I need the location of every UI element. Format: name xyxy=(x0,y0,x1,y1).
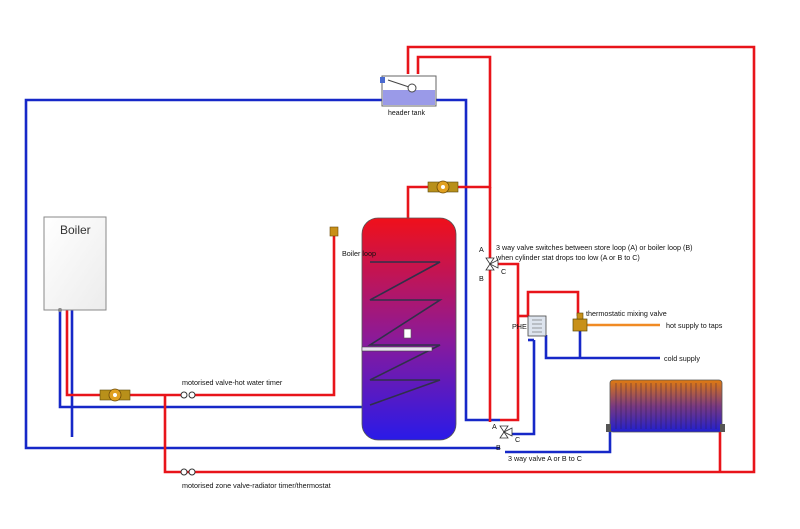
valve-bottom-port-b: B xyxy=(496,443,501,452)
pipe-vent-inner xyxy=(416,55,492,189)
pipe-boiler-flow-2 xyxy=(195,235,336,397)
valve-bottom-port-c: C xyxy=(515,435,520,444)
pipe-outer-loop xyxy=(181,45,756,474)
phe-label: PHE xyxy=(512,322,527,331)
cylinder-coil xyxy=(367,261,443,406)
valve-top-desc-line1: 3 way valve switches between store loop … xyxy=(496,243,693,252)
motorised-zone-valve-label: motorised zone valve-radiator timer/ther… xyxy=(182,481,331,490)
cylinder-stat xyxy=(403,328,412,339)
pipe-valve-to-radiator xyxy=(505,430,612,454)
pipe-header-to-cylinder xyxy=(436,98,500,422)
header-tank: header tank xyxy=(380,75,437,117)
pipe-phe-hot xyxy=(526,290,580,316)
boiler: Boiler xyxy=(43,216,107,312)
pipe-boiler-flow xyxy=(65,310,183,397)
cold-supply-label: cold supply xyxy=(664,354,700,363)
header-tank-label: header tank xyxy=(388,110,425,117)
pipe-phe-return xyxy=(510,340,536,436)
three-way-valve-top xyxy=(485,257,499,271)
thermostatic-mixing-valve-label: thermostatic mixing valve xyxy=(586,309,667,318)
immersion-element xyxy=(361,346,433,352)
valve-top-port-a: A xyxy=(479,245,484,254)
boiler-loop-label: Boiler loop xyxy=(342,249,376,258)
boiler-label: Boiler xyxy=(60,223,91,237)
motorised-zone-valve xyxy=(180,468,196,476)
hot-supply-label: hot supply to taps xyxy=(666,321,723,330)
pump-top xyxy=(427,180,459,194)
pipe-cylinder-top xyxy=(406,185,428,220)
return-pipes xyxy=(24,98,660,454)
pipe-boiler-return-to-coil xyxy=(58,310,362,409)
pipe-cold-supply xyxy=(544,335,660,360)
valve-bottom-label: 3 way valve A or B to C xyxy=(508,454,582,463)
flow-pipes xyxy=(65,45,756,474)
thermostatic-mixing-valve xyxy=(572,312,588,332)
motorised-valve-hw xyxy=(180,391,196,399)
valve-top-port-c: C xyxy=(501,267,506,276)
valve-top-port-b: B xyxy=(479,274,484,283)
motorised-valve-hw-label: motorised valve-hot water timer xyxy=(182,378,283,387)
pipe-header-to-left-return xyxy=(24,98,500,450)
radiator xyxy=(606,379,725,433)
pipe-top-valve-c xyxy=(498,262,520,422)
pipe-zone-valve-line xyxy=(163,395,181,474)
hot-water-cylinder xyxy=(361,217,457,441)
three-way-valve-bottom xyxy=(499,425,513,439)
plate-heat-exchanger xyxy=(527,315,547,337)
valve-bottom-port-a: A xyxy=(492,422,497,431)
pump-boiler xyxy=(99,388,131,402)
valve-top-desc-line2: when cylinder stat drops too low (A or B… xyxy=(495,253,640,262)
air-vent xyxy=(329,226,339,237)
